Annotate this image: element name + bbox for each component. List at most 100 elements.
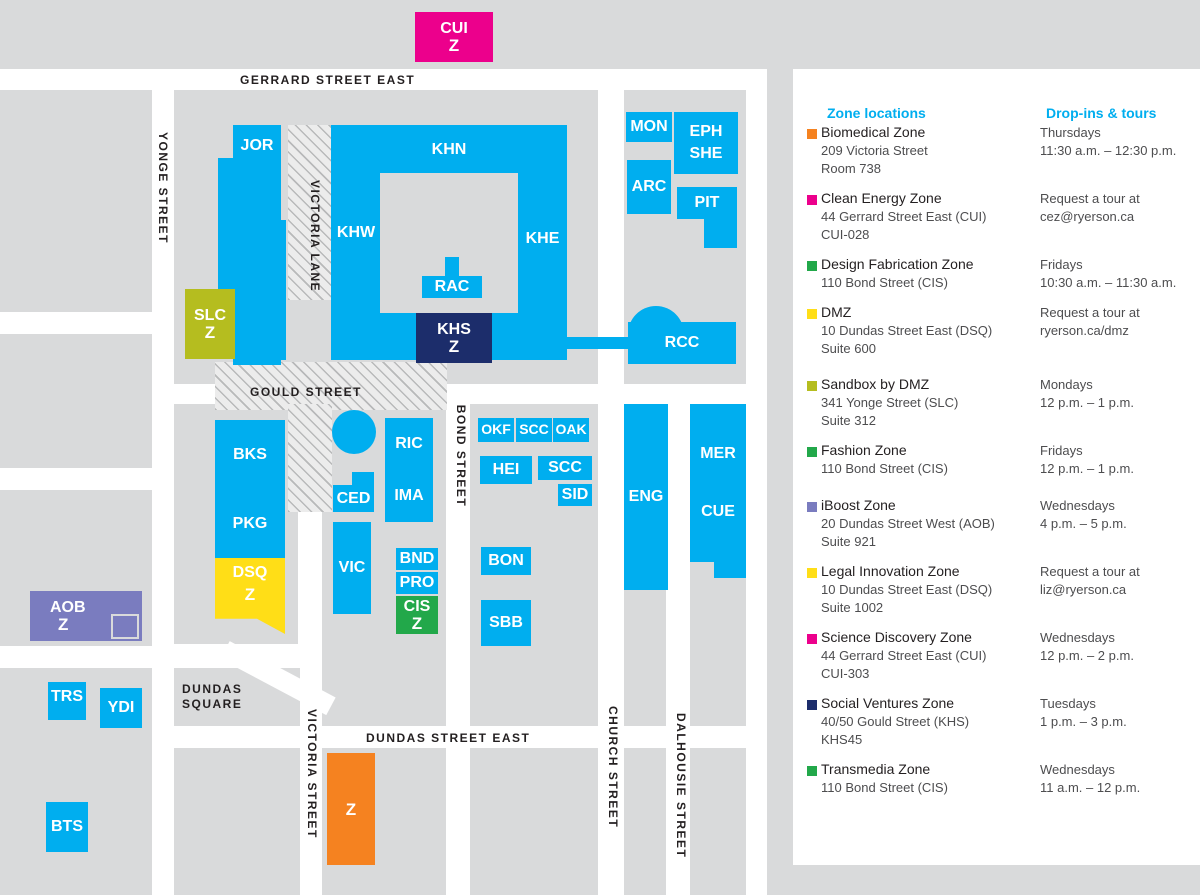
- block-top-strip: [0, 0, 1200, 69]
- legend-address-line1: 209 Victoria Street: [821, 143, 928, 158]
- building-okf[interactable]: OKF: [478, 418, 514, 442]
- legend-tour-info: Wednesdays 11 a.m. – 12 p.m.: [1040, 761, 1140, 797]
- building-bts[interactable]: BTS: [46, 802, 88, 852]
- street-bond: BOND STREET: [454, 404, 468, 508]
- legend-zone-address: 40/50 Gould Street (KHS)KHS45: [821, 713, 969, 749]
- legend-tour-line1: Wednesdays: [1040, 762, 1115, 777]
- block-west-1: [0, 90, 152, 312]
- legend-color-swatch: [807, 309, 817, 319]
- zone-marker-aob: Z: [58, 615, 69, 635]
- street-victoria-lane: VICTORIA LANE: [308, 180, 322, 293]
- block-south-4: [624, 748, 666, 895]
- building-bon[interactable]: BON: [481, 547, 531, 575]
- legend-heading-tours: Drop-ins & tours: [1046, 105, 1157, 121]
- victoria-gould-hatch: [288, 404, 332, 512]
- building-bks-pkg[interactable]: BKS PKG: [215, 420, 285, 558]
- arc-label: ARC: [631, 178, 667, 196]
- legend-zone-address: 110 Bond Street (CIS): [821, 274, 948, 292]
- building-khs[interactable]: KHS Z: [416, 313, 492, 363]
- scc2-label: SCC: [548, 459, 582, 477]
- zone-marker-slc: Z: [204, 323, 216, 343]
- legend-zone-name: iBoost Zone: [821, 497, 896, 513]
- legend-address-line1: 10 Dundas Street East (DSQ): [821, 323, 993, 338]
- building-cis[interactable]: CIS Z: [396, 596, 438, 634]
- legend-tour-line2: cez@ryerson.ca: [1040, 209, 1135, 224]
- legend-zone-name: Biomedical Zone: [821, 124, 926, 140]
- eph-label: EPH: [689, 123, 723, 141]
- legend-tour-line1: Request a tour at: [1040, 564, 1140, 579]
- legend-zone-address: 44 Gerrard Street East (CUI)CUI-028: [821, 208, 986, 244]
- legend-tour-line2: liz@ryerson.ca: [1040, 582, 1127, 597]
- building-aob[interactable]: AOB Z: [30, 591, 142, 641]
- legend-address-line2: Suite 312: [821, 413, 876, 428]
- building-vic[interactable]: VIC: [333, 522, 371, 614]
- vic-label: VIC: [338, 559, 366, 577]
- block-west-2: [0, 334, 152, 468]
- hei-label: HEI: [492, 461, 520, 479]
- street-yonge: YONGE STREET: [156, 132, 170, 245]
- building-bnd[interactable]: BND: [396, 548, 438, 570]
- building-sid[interactable]: SID: [558, 484, 592, 506]
- aob-inner-square: [111, 614, 139, 639]
- ima-label: IMA: [394, 487, 424, 505]
- building-pit-lower: [704, 215, 737, 248]
- legend-tour-line2: 4 p.m. – 5 p.m.: [1040, 516, 1127, 531]
- legend-tour-line1: Wednesdays: [1040, 630, 1115, 645]
- building-ydi[interactable]: YDI: [100, 688, 142, 728]
- street-dundas: DUNDAS STREET EAST: [366, 731, 531, 745]
- cue-label: CUE: [701, 503, 735, 521]
- scc-label: SCC: [519, 421, 549, 438]
- building-sbb[interactable]: SBB: [481, 600, 531, 646]
- building-hei[interactable]: HEI: [480, 456, 532, 484]
- building-scc-2[interactable]: SCC: [538, 456, 592, 480]
- legend-address-line1: 44 Gerrard Street East (CUI): [821, 209, 987, 224]
- building-rcc[interactable]: RCC: [628, 322, 736, 364]
- building-oak[interactable]: OAK: [553, 418, 589, 442]
- building-scc[interactable]: SCC: [516, 418, 552, 442]
- building-pro[interactable]: PRO: [396, 572, 438, 594]
- building-eng[interactable]: ENG: [624, 404, 668, 590]
- street-victoria: VICTORIA STREET: [305, 709, 319, 839]
- cui-label: CUI: [440, 19, 468, 37]
- legend-color-swatch: [807, 447, 817, 457]
- building-ric-ima[interactable]: RIC IMA: [385, 418, 433, 522]
- legend-address-line2: Suite 600: [821, 341, 876, 356]
- building-arc[interactable]: ARC: [627, 160, 671, 214]
- slc-label: SLC: [194, 306, 226, 324]
- oak-label: OAK: [555, 421, 587, 438]
- legend-tour-line1: Fridays: [1040, 257, 1083, 272]
- ydi-label: YDI: [107, 699, 135, 717]
- building-ced[interactable]: CED: [333, 485, 374, 512]
- building-mon[interactable]: MON: [626, 112, 672, 142]
- building-eph-she[interactable]: EPH SHE: [674, 112, 738, 174]
- building-slc[interactable]: SLC Z: [185, 289, 235, 359]
- sid-label: SID: [561, 486, 589, 504]
- building-rac[interactable]: RAC: [422, 276, 482, 298]
- sbb-label: SBB: [489, 614, 523, 632]
- legend-tour-line2: 1 p.m. – 3 p.m.: [1040, 714, 1127, 729]
- legend-address-line1: 40/50 Gould Street (KHS): [821, 714, 970, 729]
- victoria-lane-hatch: [288, 125, 332, 300]
- building-biomedical[interactable]: Z: [327, 753, 375, 865]
- dsq-label: DSQ: [232, 564, 268, 581]
- legend-tour-line1: Fridays: [1040, 443, 1083, 458]
- street-gould: GOULD STREET: [250, 385, 363, 399]
- building-cui[interactable]: CUI Z: [415, 12, 493, 62]
- building-jor-lower: [248, 220, 286, 360]
- legend-tour-line1: Request a tour at: [1040, 305, 1140, 320]
- building-trs[interactable]: TRS: [48, 682, 86, 720]
- legend-tour-line2: 11 a.m. – 12 p.m.: [1040, 780, 1141, 795]
- bnd-label: BND: [399, 550, 435, 568]
- legend-zone-name: Transmedia Zone: [821, 761, 931, 777]
- zone-marker-cui: Z: [448, 36, 460, 56]
- legend-address-line1: 110 Bond Street (CIS): [821, 275, 948, 290]
- she-label: SHE: [689, 145, 723, 162]
- legend-zone-name: Science Discovery Zone: [821, 629, 972, 645]
- gould-street-hatch: [215, 362, 447, 410]
- zone-marker-cis: Z: [411, 614, 423, 634]
- building-mer-cue[interactable]: MER CUE: [690, 404, 746, 562]
- building-ced-top: [352, 472, 374, 486]
- building-pit[interactable]: PIT: [677, 187, 737, 219]
